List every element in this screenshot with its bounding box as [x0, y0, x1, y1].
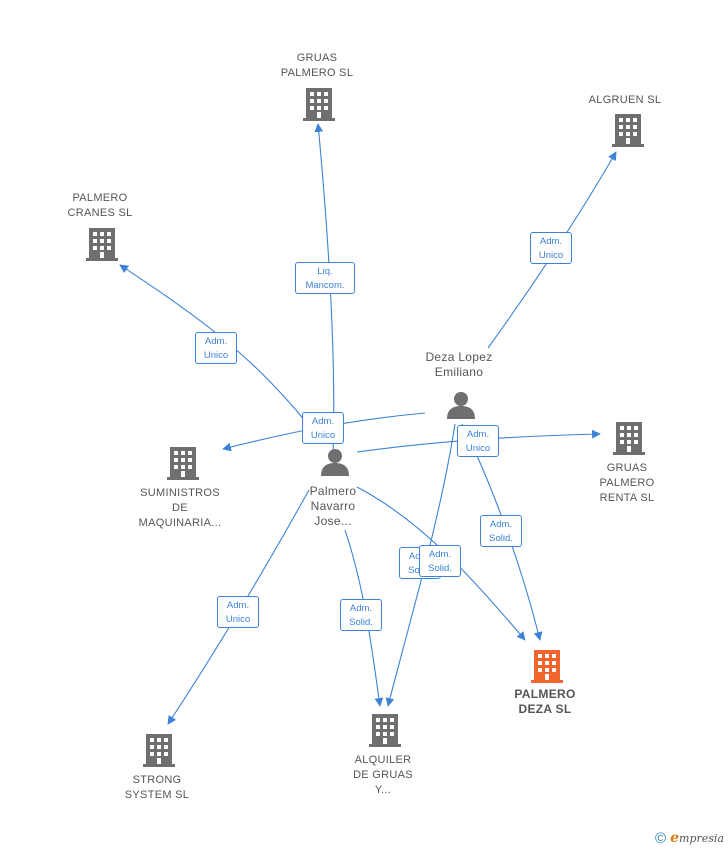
- building-icon-suministros[interactable]: [167, 447, 199, 480]
- building-icon-algruen[interactable]: [612, 114, 644, 147]
- node-label-alquiler[interactable]: ALQUILER DE GRUAS Y...: [353, 754, 413, 796]
- edge-badge-adm-unico-algruen[interactable]: Adm. Unico: [530, 232, 572, 264]
- copyright-icon: ©: [655, 830, 667, 847]
- edge-badge-line1: Adm.: [226, 600, 250, 611]
- building-icon-gruas-palmero[interactable]: [303, 88, 335, 121]
- building-icon-palmero-cranes[interactable]: [86, 228, 118, 261]
- brand-name: mpresia: [679, 832, 724, 845]
- person-icon-deza-lopez[interactable]: [447, 392, 475, 419]
- edge-badge-line2: Unico: [310, 430, 336, 441]
- node-label-strong-system[interactable]: STRONG SYSTEM SL: [124, 774, 190, 801]
- edge-badge-line2: Unico: [203, 350, 229, 361]
- node-label-gruas-palmero[interactable]: GRUAS PALMERO SL: [280, 52, 354, 79]
- edge-badge-adm-solid-deza[interactable]: Adm. Solid.: [480, 515, 522, 547]
- edge-badge-line1: Adm.: [311, 416, 335, 427]
- node-label-palmero-cranes[interactable]: PALMERO CRANES SL: [67, 192, 133, 219]
- edge-badge-line1: Adm.: [349, 603, 373, 614]
- edge-badge-adm-unico-center[interactable]: Adm. Unico: [302, 412, 344, 444]
- empresia-logo[interactable]: ©empresia: [655, 830, 724, 847]
- edge-badge-line2: Solid.: [428, 563, 452, 574]
- edge-badge-liq-mancom[interactable]: Liq. Mancom.: [295, 262, 355, 294]
- edge-badge-line1: Liq.: [317, 266, 333, 277]
- node-label-deza-lopez[interactable]: Deza Lopez Emiliano: [425, 350, 493, 379]
- edge-badge-line1: Adm.: [204, 336, 228, 347]
- edge-badge-line2: Solid.: [489, 533, 513, 544]
- building-icon-alquiler[interactable]: [369, 714, 401, 747]
- edge-badge-adm-solid-front[interactable]: Adm. Solid.: [419, 545, 461, 577]
- person-icon-palmero-navarro[interactable]: [321, 449, 349, 476]
- node-label-palmero-navarro[interactable]: Palmero Navarro Jose...: [309, 484, 357, 528]
- edge-badge-adm-unico-renta[interactable]: Adm. Unico: [457, 425, 499, 457]
- building-icon-gruas-palmero-renta[interactable]: [613, 422, 645, 455]
- edge-badge-line2: Solid.: [349, 617, 373, 628]
- edge-badge-adm-solid-alquiler[interactable]: Adm. Solid.: [340, 599, 382, 631]
- node-label-gruas-palmero-renta[interactable]: GRUAS PALMERO RENTA SL: [599, 462, 655, 504]
- edge-badge-line1: Adm.: [466, 429, 490, 440]
- node-label-algruen[interactable]: ALGRUEN SL: [588, 94, 662, 106]
- building-icon-palmero-deza[interactable]: [531, 650, 563, 683]
- building-icon-strong-system[interactable]: [143, 734, 175, 767]
- edge-badge-adm-unico-strong[interactable]: Adm. Unico: [217, 596, 259, 628]
- edges: [119, 123, 617, 725]
- edge-badge-line2: Unico: [465, 443, 491, 454]
- edge-badge-line1: Adm.: [428, 549, 452, 560]
- edge-badge-line2: Mancom.: [305, 280, 345, 291]
- edge-badge-line2: Unico: [225, 614, 251, 625]
- edge-badge-adm-unico-cranes[interactable]: Adm. Unico: [195, 332, 237, 364]
- edge-badge-line1: Adm.: [489, 519, 513, 530]
- node-label-suministros[interactable]: SUMINISTROS DE MAQUINARIA...: [138, 487, 222, 529]
- brand-initial: e: [670, 830, 680, 846]
- edge-badge-line2: Unico: [538, 250, 564, 261]
- node-label-palmero-deza[interactable]: PALMERO DEZA SL: [514, 687, 576, 716]
- edge-badge-line1: Adm.: [539, 236, 563, 247]
